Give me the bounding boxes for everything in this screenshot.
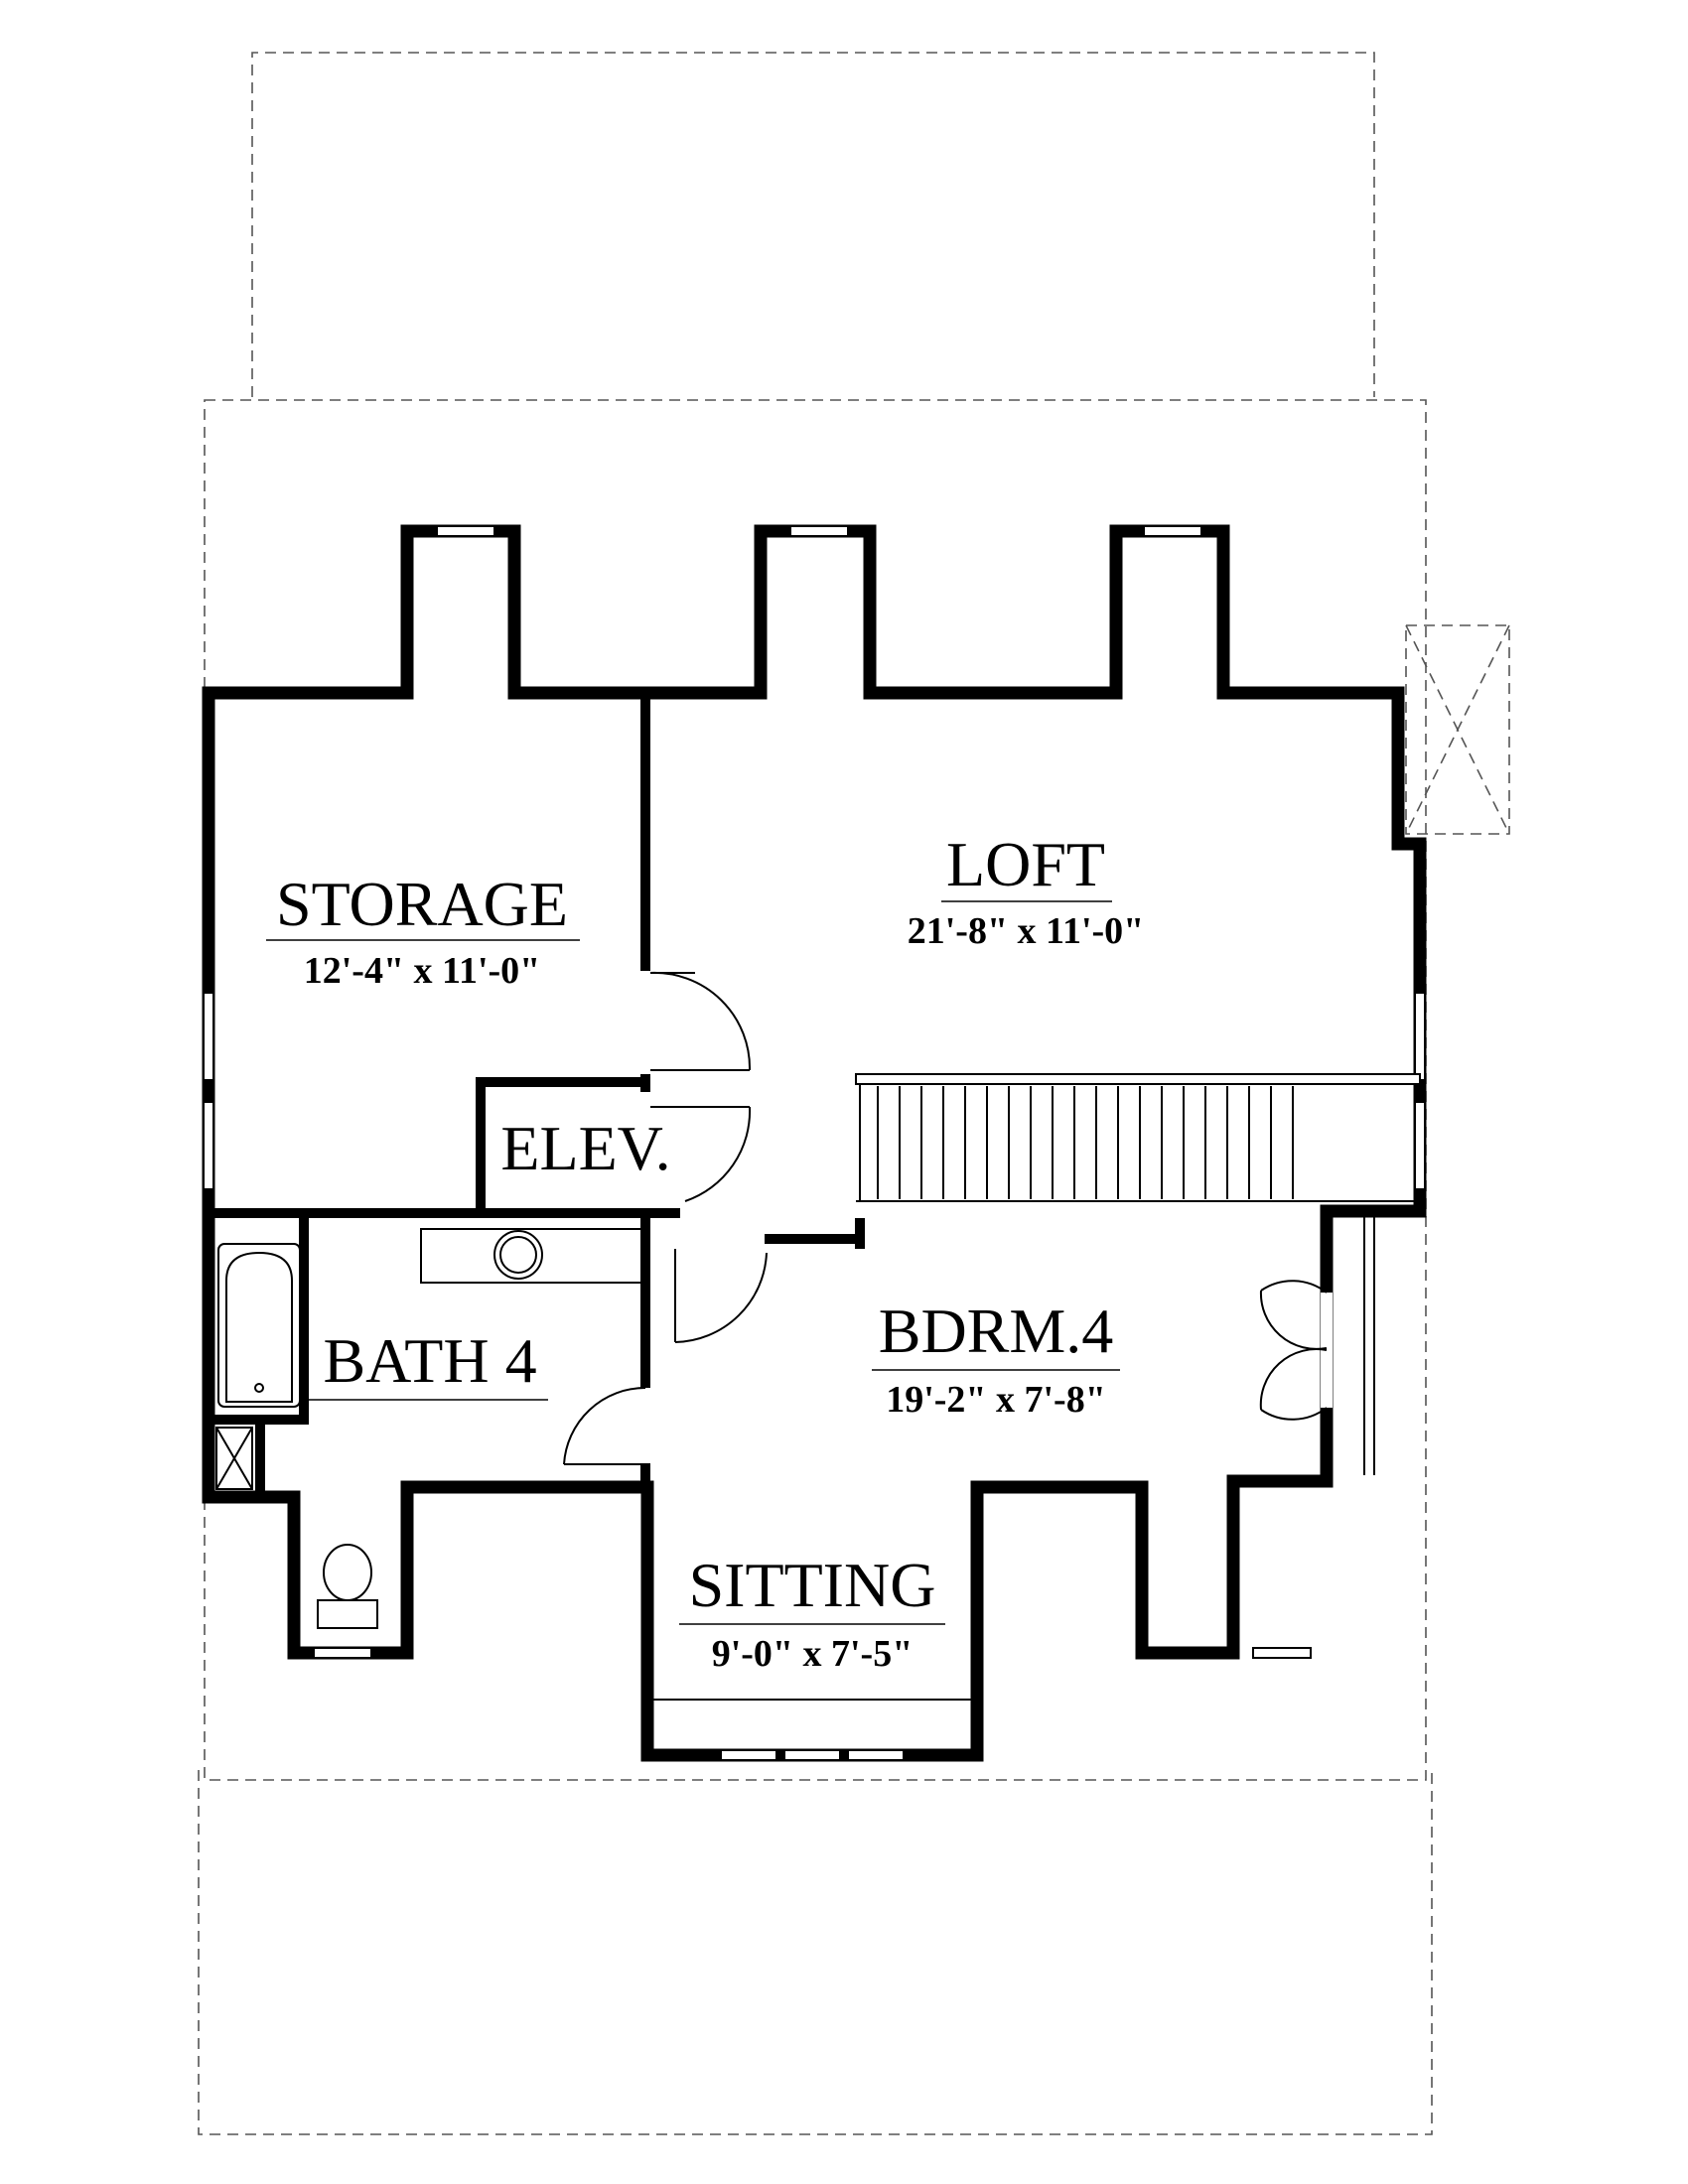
room-name-sitting: SITTING xyxy=(689,1550,936,1620)
interior-walls xyxy=(204,688,1332,1502)
exterior-wall xyxy=(202,524,1427,1762)
room-loft: LOFT 21'-8" x 11'-0" xyxy=(908,829,1145,952)
windows xyxy=(203,525,1426,1761)
room-name-loft: LOFT xyxy=(946,829,1105,899)
room-dims-loft: 21'-8" x 11'-0" xyxy=(908,910,1145,952)
stair xyxy=(855,1073,1421,1202)
room-dims-sitting: 9'-0" x 7'-5" xyxy=(712,1633,914,1675)
bath-fixtures xyxy=(215,1228,642,1629)
room-name-bath4: BATH 4 xyxy=(323,1325,536,1396)
room-sitting: SITTING 9'-0" x 7'-5" xyxy=(679,1550,945,1675)
room-name-storage: STORAGE xyxy=(276,869,568,939)
room-elev: ELEV. xyxy=(500,1113,670,1183)
skylight-box xyxy=(1405,624,1510,835)
doors xyxy=(563,971,1375,1475)
room-name-elev: ELEV. xyxy=(500,1113,670,1183)
room-bdrm4: BDRM.4 19'-2" x 7'-8" xyxy=(872,1296,1120,1421)
room-name-bdrm4: BDRM.4 xyxy=(879,1296,1114,1366)
room-dims-storage: 12'-4" x 11'-0" xyxy=(304,950,541,992)
room-bath4: BATH 4 xyxy=(308,1325,548,1401)
roof-outline xyxy=(198,52,1433,2135)
room-dims-bdrm4: 19'-2" x 7'-8" xyxy=(886,1379,1106,1421)
room-storage: STORAGE 12'-4" x 11'-0" xyxy=(266,869,580,992)
